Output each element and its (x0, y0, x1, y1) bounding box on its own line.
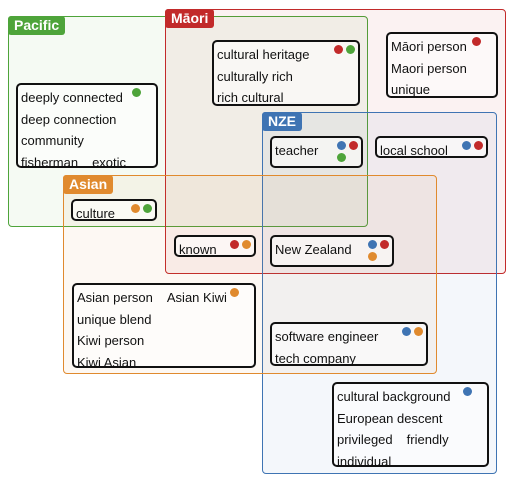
region-label-asian: Asian (63, 175, 114, 194)
term-box: software engineer tech company (270, 322, 428, 366)
term-line: deeply connected (21, 87, 156, 109)
group-dot-pacific (346, 45, 355, 54)
group-dots (469, 37, 493, 61)
term-box: deeply connected deep connection community… (16, 83, 158, 170)
term-text: unique blend (77, 311, 152, 327)
term-text: Maori person (391, 60, 467, 76)
term-line: European descent (337, 408, 487, 430)
term-line: Asian person Asian Kiwi (77, 287, 254, 309)
term-box: culture (71, 199, 157, 221)
term-text: Kiwi Asian (77, 354, 137, 370)
term-text: individual (337, 453, 392, 469)
term-line: community (21, 130, 156, 152)
term-line: teacher (275, 140, 361, 162)
group-dot-pacific (337, 153, 346, 162)
term-text: Māori person (391, 39, 467, 54)
group-dot-asian (242, 240, 251, 249)
term-line: Kiwi person (77, 330, 254, 352)
group-dot-maori (334, 45, 343, 54)
group-dots (399, 327, 423, 351)
term-line: cultural heritage (217, 44, 358, 66)
term-text: teacher (275, 143, 319, 158)
group-dots (460, 387, 484, 411)
region-label-pacific: Pacific (8, 16, 66, 35)
group-dots (331, 45, 355, 69)
group-dot-nze (462, 141, 471, 150)
term-text: friendly (406, 432, 449, 447)
term-text: software engineer (275, 329, 379, 344)
term-box: New Zealand (270, 235, 394, 267)
group-dot-asian (368, 252, 377, 261)
term-box: cultural heritage culturally rich rich cul… (212, 40, 360, 106)
term-line: fisherman exotic (21, 152, 156, 174)
term-line: New Zealand (275, 239, 392, 261)
group-dot-nze (368, 240, 377, 249)
term-text: fisherman (21, 154, 79, 170)
term-text: rich cultural (217, 90, 284, 105)
term-text: Asian Kiwi (166, 290, 227, 305)
term-text: privileged (337, 432, 393, 447)
term-text: Asian person (77, 290, 153, 305)
term-line: tech company (275, 348, 426, 370)
group-dot-asian (414, 327, 423, 336)
group-dot-pacific (132, 88, 141, 97)
term-box: local school (375, 136, 488, 158)
group-dots (227, 288, 251, 312)
group-dot-maori (230, 240, 239, 249)
term-text: local school (380, 143, 448, 158)
term-text: cultural background (337, 389, 451, 404)
term-text: Kiwi person (77, 333, 145, 348)
region-label-nze: NZE (262, 112, 302, 131)
term-line: software engineer (275, 326, 426, 348)
term-line: known (179, 239, 254, 261)
group-dots (459, 141, 483, 165)
term-text: exotic (92, 154, 127, 170)
group-dot-pacific (143, 204, 152, 213)
term-line: Māori person (391, 36, 496, 58)
term-box: teacher (270, 136, 363, 168)
term-text: deep connection (21, 111, 117, 127)
group-dot-maori (349, 141, 358, 150)
group-dot-nze (337, 141, 346, 150)
group-dots (334, 141, 358, 165)
term-line: cultural background (337, 386, 487, 408)
term-line: privileged friendly (337, 429, 487, 451)
term-box: known (174, 235, 256, 257)
region-label-maori: Māori (165, 9, 215, 28)
term-text: unique (391, 82, 431, 97)
group-dots (129, 88, 153, 112)
term-line: individual (337, 451, 487, 473)
term-text: deeply connected (21, 90, 123, 105)
term-line: culturally rich (217, 66, 358, 88)
term-text: known (179, 242, 217, 257)
group-dot-asian (131, 204, 140, 213)
term-text: culture (76, 206, 116, 221)
term-text: European descent (337, 410, 443, 426)
term-line: deep connection (21, 109, 156, 131)
group-dot-asian (230, 288, 239, 297)
term-line: culture (76, 203, 155, 225)
group-dot-maori (474, 141, 483, 150)
term-text: cultural heritage (217, 47, 310, 62)
term-text: tech company (275, 350, 356, 366)
group-dot-nze (402, 327, 411, 336)
group-dot-maori (472, 37, 481, 46)
term-line: unique blend (77, 309, 254, 331)
group-dots (128, 204, 152, 228)
term-text: New Zealand (275, 242, 352, 257)
term-line: local school (380, 140, 486, 162)
group-dot-nze (463, 387, 472, 396)
term-text: community (21, 133, 84, 148)
term-line: rich cultural (217, 87, 358, 109)
term-text: culturally rich (217, 68, 293, 84)
group-dot-maori (380, 240, 389, 249)
group-dots (365, 240, 389, 264)
term-line: Kiwi Asian (77, 352, 254, 374)
group-dots (227, 240, 251, 264)
term-line: Maori person (391, 58, 496, 80)
term-line: unique (391, 79, 496, 101)
